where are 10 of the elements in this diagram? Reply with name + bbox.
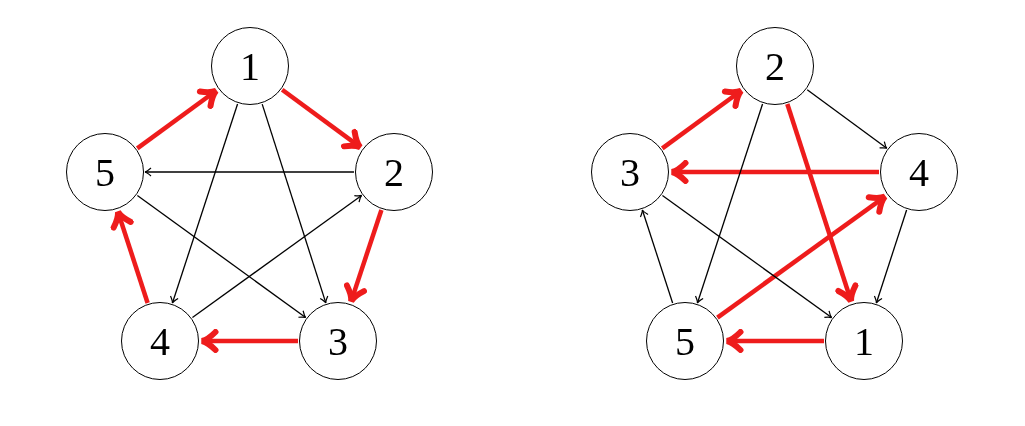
graph-node: 5 [66, 133, 144, 211]
graph-node: 4 [121, 302, 199, 380]
graph-node: 1 [211, 27, 289, 105]
graph-node: 2 [355, 133, 433, 211]
graph-node: 3 [299, 302, 377, 380]
graph-node: 2 [736, 27, 814, 105]
graph-node: 5 [646, 302, 724, 380]
graph-node: 3 [591, 133, 669, 211]
graph-node: 4 [880, 133, 958, 211]
graph-node: 1 [825, 302, 903, 380]
